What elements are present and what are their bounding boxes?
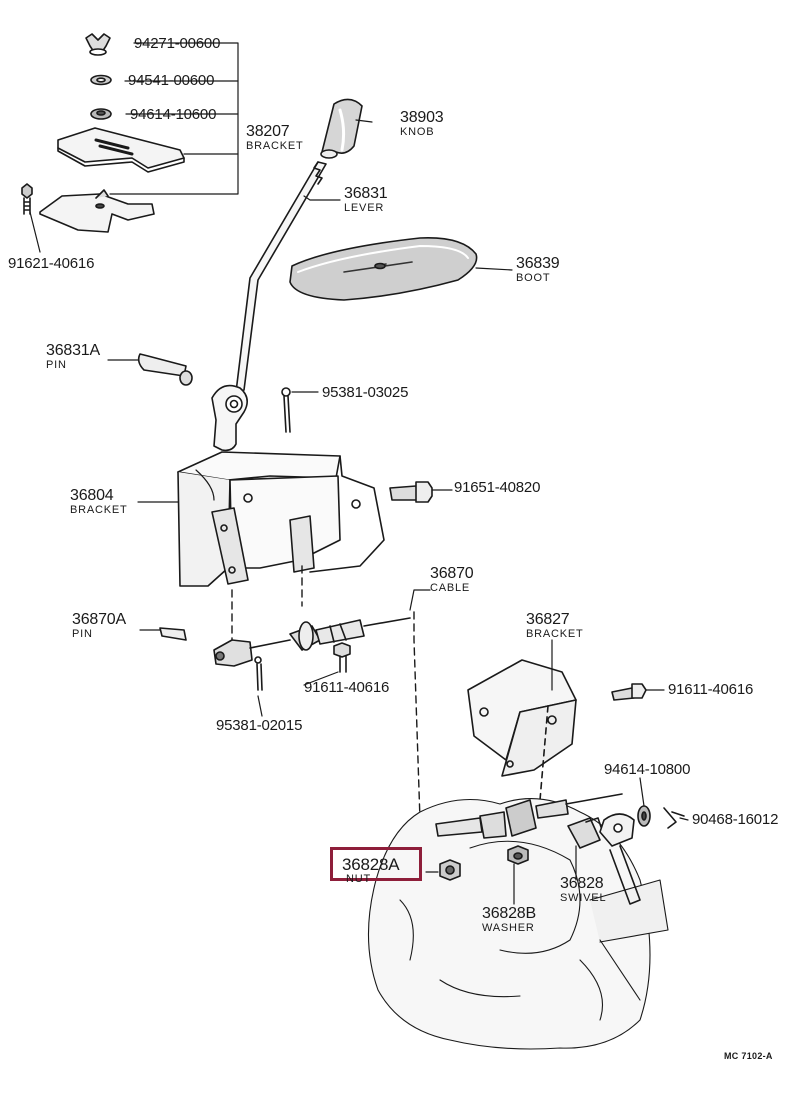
part-number-91611-b: 91611-40616 (668, 681, 754, 698)
wing-nut-drawing (85, 33, 111, 56)
part-number-36870A: 36870A (72, 611, 126, 628)
diagram-code: MC 7102-A (724, 1051, 773, 1061)
pin-36870A-drawing (159, 627, 187, 641)
transmission-housing-drawing (367, 798, 669, 1050)
part-number-94614-10800: 94614-10800 (604, 761, 691, 778)
part-number-36831A: 36831A (46, 342, 100, 359)
cotter-pin-95381a-drawing (281, 387, 291, 433)
part-number-94541: 94541-00600 (128, 72, 215, 89)
leader-lines (29, 119, 689, 905)
part-number-36839: 36839 (516, 255, 560, 272)
lower-bracket-plate-drawing (39, 189, 155, 233)
part-number-95381-02015: 95381-02015 (216, 717, 303, 734)
shift-link-drawing (599, 813, 641, 905)
part-number-36870: 36870 (430, 565, 474, 582)
upper-bracket-plate-drawing (57, 127, 185, 173)
part-name-36870A: PIN (72, 628, 93, 640)
part-number-91621: 91621-40616 (8, 255, 95, 272)
part-name-38207: BRACKET (246, 140, 304, 152)
cable-assembly-drawing (213, 617, 411, 667)
part-number-36804: 36804 (70, 487, 114, 504)
main-bracket-drawing (177, 451, 385, 587)
part-number-38903: 38903 (400, 109, 444, 126)
part-name-36831A: PIN (46, 359, 67, 371)
flat-washer-drawing (90, 108, 112, 120)
bolt-91651-drawing (389, 481, 433, 503)
lever-drawing (211, 161, 327, 452)
part-number-36828A[interactable]: 36828A (342, 855, 400, 874)
highlight-box[interactable] (330, 847, 422, 881)
part-name-36839: BOOT (516, 272, 551, 284)
part-number-90468: 90468-16012 (692, 811, 779, 828)
part-name-36827: BRACKET (526, 628, 584, 640)
washer-94614b-drawing (637, 805, 651, 827)
lock-washer-drawing (90, 74, 112, 86)
part-name-36831: LEVER (344, 202, 385, 214)
part-number-94271: 94271-00600 (134, 35, 221, 52)
boot-drawing (289, 237, 478, 301)
part-number-38207: 38207 (246, 123, 290, 140)
part-number-95381-03025: 95381-03025 (322, 384, 409, 401)
bracket-36827-drawing (467, 659, 577, 801)
part-number-36828: 36828 (560, 875, 604, 892)
clip-90468-drawing (663, 807, 685, 829)
bolt-91621-drawing (21, 183, 33, 215)
part-name-36804: BRACKET (70, 504, 128, 516)
part-number-36827: 36827 (526, 611, 570, 628)
cotter-pin-95381b-drawing (254, 656, 263, 691)
part-name-36870: CABLE (430, 582, 471, 594)
part-number-94614-10600: 94614-10600 (130, 106, 217, 123)
part-name-36828: SWIVEL (560, 892, 607, 904)
pin-36831A-drawing (137, 353, 193, 386)
bolt-91611a-drawing (333, 642, 351, 673)
part-number-91651: 91651-40820 (454, 479, 541, 496)
part-name-36828B: WASHER (482, 922, 535, 934)
knob-drawing (320, 98, 363, 159)
part-name-38903: KNOB (400, 126, 435, 138)
part-number-36831: 36831 (344, 185, 388, 202)
washer-36828B-drawing (507, 845, 529, 865)
part-number-91611-a: 91611-40616 (304, 679, 390, 696)
cable-end-drawing (435, 793, 623, 839)
swivel-36828-drawing (567, 817, 603, 849)
bolt-91611b-drawing (611, 683, 647, 701)
part-name-36828A: NUT (346, 873, 372, 885)
nut-36828A-drawing (439, 859, 461, 881)
part-number-36828B: 36828B (482, 905, 536, 922)
